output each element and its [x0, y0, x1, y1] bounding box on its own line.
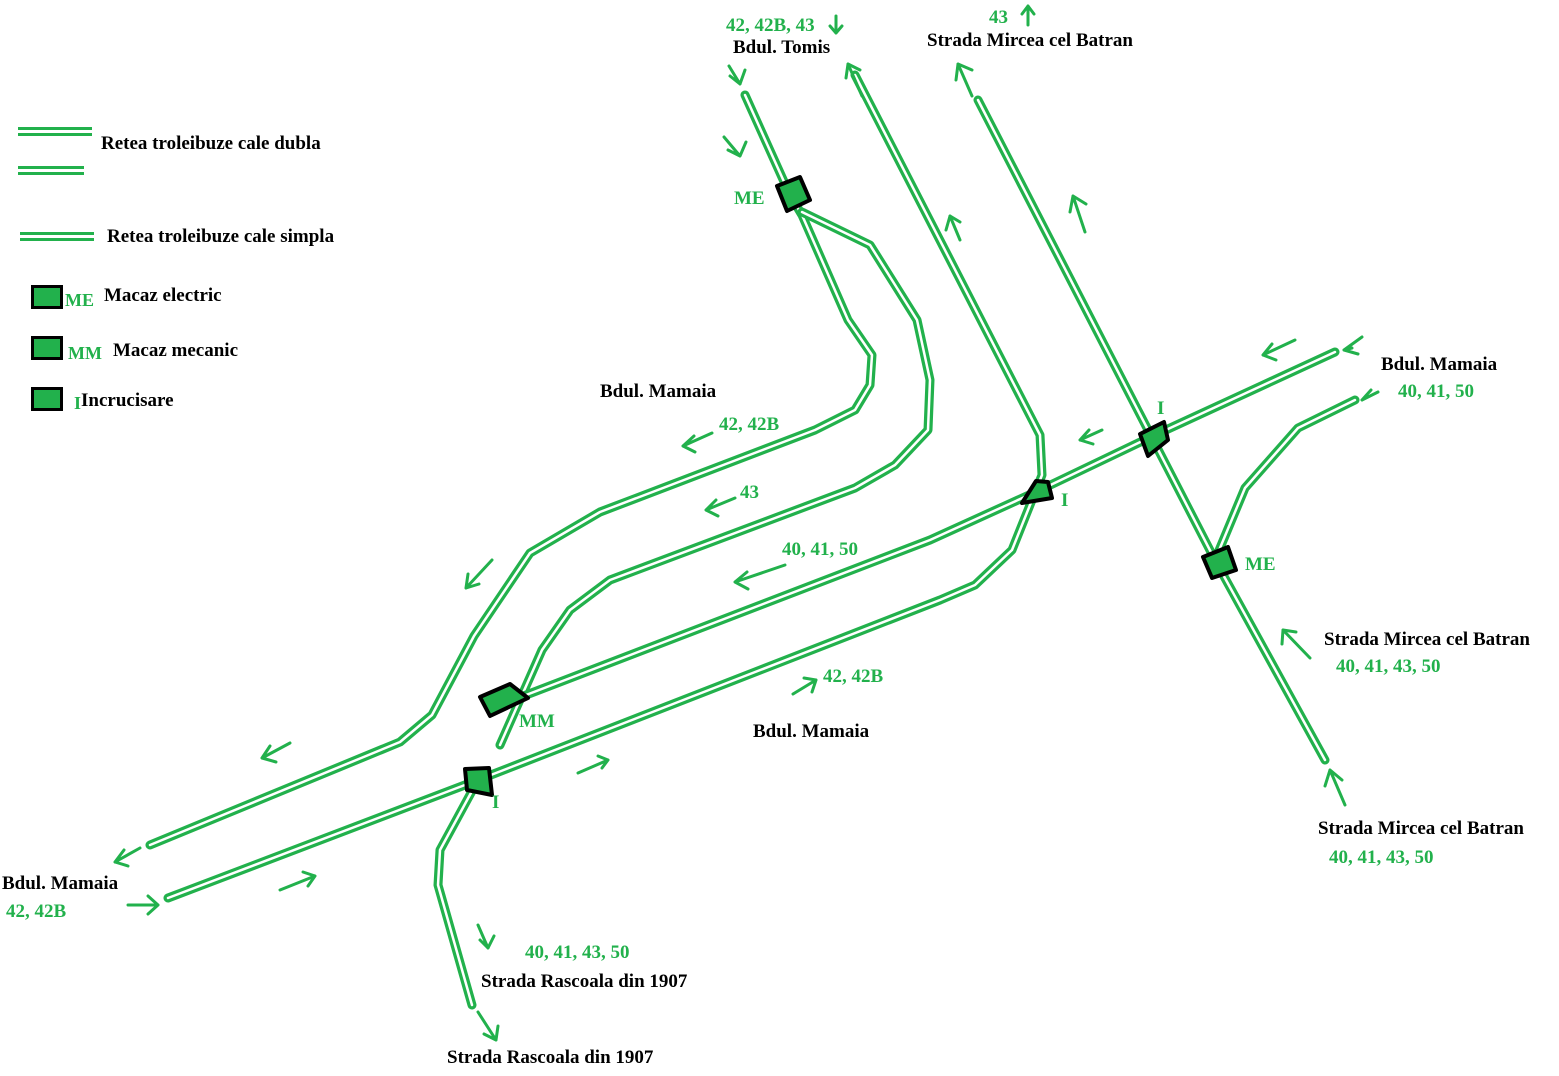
- route-label-mamaia-right: 40, 41, 50: [1398, 381, 1474, 402]
- arrow-rascoala-2: [476, 1010, 500, 1042]
- arrow-mircea-north: [954, 62, 974, 98]
- node-label-i-bottom: I: [492, 792, 500, 813]
- direction-arrows: [113, 4, 1380, 1042]
- street-label-mircea-top: Strada Mircea cel Batran: [927, 30, 1133, 51]
- arrow-center-42: [791, 676, 818, 696]
- street-label-mircea-bottom: Strada Mircea cel Batran: [1318, 818, 1524, 839]
- arrow-rascoala-1: [476, 923, 496, 950]
- street-label-mamaia-right: Bdul. Mamaia: [1381, 354, 1498, 375]
- track-network: [145, 70, 1360, 1010]
- route-label-rascoala: 40, 41, 43, 50: [525, 942, 630, 963]
- node-label-i-top: I: [1157, 398, 1165, 419]
- legend-crossing-icon: [31, 387, 63, 411]
- street-label-mamaia-center: Bdul. Mamaia: [753, 721, 870, 742]
- junction-nodes: [463, 175, 1238, 797]
- legend-double-line-sample-2: [18, 166, 84, 175]
- route-label-mamaia-42: 42, 42B: [719, 414, 780, 435]
- legend-double-line-sample-1: [18, 127, 92, 136]
- arrow-tomis-1: [727, 64, 747, 86]
- street-label-mircea-mid: Strada Mircea cel Batran: [1324, 629, 1530, 650]
- street-label-mamaia-upper-left: Bdul. Mamaia: [600, 381, 717, 402]
- arrow-left-1: [464, 558, 494, 590]
- arrow-branch-right: [1360, 388, 1380, 402]
- street-label-mamaia-bottom-left: Bdul. Mamaia: [2, 873, 119, 894]
- route-label-mamaia-43: 43: [740, 482, 759, 503]
- route-label-mamaia-40: 40, 41, 50: [782, 539, 858, 560]
- street-label-tomis: Bdul. Tomis: [733, 37, 831, 58]
- legend-mechanical-switch-label: Macaz mecanic: [113, 340, 239, 361]
- legend-electric-switch-label: Macaz electric: [104, 285, 222, 306]
- arrow-left-3: [113, 846, 142, 868]
- legend-single-line-label: Retea troleibuze cale simpla: [107, 226, 335, 247]
- track-mamaia-main: [495, 347, 1340, 710]
- track-mamaia-bottom: [163, 775, 483, 903]
- arrow-tomis-mid: [944, 214, 962, 242]
- node-label-me-right: ME: [1245, 554, 1276, 575]
- street-label-rascoala-2: Strada Rascoala din 1907: [447, 1047, 654, 1068]
- street-label-rascoala-1: Strada Rascoala din 1907: [481, 971, 688, 992]
- arrow-mircea-up-2: [1323, 768, 1347, 807]
- crossing-top: [1138, 420, 1170, 458]
- arrow-mircea-2: [1068, 194, 1088, 234]
- route-label-mircea-mid: 40, 41, 43, 50: [1336, 656, 1441, 677]
- legend-crossing-code: I: [74, 393, 82, 413]
- arrow-tomis-label: [828, 14, 844, 35]
- node-label-mm: MM: [519, 711, 555, 732]
- arrow-left-2: [260, 741, 292, 764]
- arrow-mircea-up-1: [1280, 628, 1312, 660]
- switch-electric-top: [775, 175, 812, 213]
- switch-mechanical: [478, 682, 530, 718]
- legend-crossing-label: Incrucisare: [81, 390, 174, 411]
- arrow-mamaia-40: [733, 563, 787, 591]
- arrow-tomis-2: [722, 135, 748, 158]
- arrow-bottom-2: [278, 870, 317, 892]
- arrow-mamaia-42: [681, 431, 714, 454]
- legend-mechanical-switch-icon: [31, 336, 63, 360]
- arrow-mamaia-43: [704, 496, 737, 518]
- route-label-mamaia-center: 42, 42B: [823, 666, 884, 687]
- route-label-mamaia-bottom-left: 42, 42B: [6, 901, 67, 922]
- legend-single-line-sample: [20, 232, 94, 241]
- track-tomis-northbound: [433, 70, 1047, 1010]
- crossing-mid: [1020, 479, 1054, 505]
- legend-electric-switch-icon: [31, 285, 63, 309]
- arrow-tomis-north: [844, 62, 864, 98]
- route-label-mircea-bottom: 40, 41, 43, 50: [1329, 847, 1434, 868]
- track-tomis-to-mamaia-42: [145, 90, 877, 850]
- crossing-bottom: [463, 766, 494, 797]
- arrow-mircea-label: [1020, 4, 1036, 27]
- arrow-mamaia-r1: [1261, 338, 1297, 362]
- legend-mechanical-switch-code: MM: [68, 343, 102, 363]
- arrow-mamaia-r3: [1078, 428, 1104, 446]
- switch-electric-right: [1201, 545, 1238, 580]
- node-label-i-mid: I: [1061, 490, 1069, 511]
- route-label-tomis: 42, 42B, 43: [726, 15, 815, 36]
- legend-electric-switch-code: ME: [65, 290, 94, 310]
- track-mamaia-43-branch: [495, 207, 935, 750]
- arrow-bottom-in: [126, 894, 160, 916]
- legend-double-line-label: Retea troleibuze cale dubla: [101, 133, 321, 154]
- arrow-mamaia-r2: [1342, 335, 1364, 356]
- arrow-bottom-3: [576, 754, 610, 775]
- node-label-me-top: ME: [734, 188, 765, 209]
- route-label-mircea-top: 43: [989, 7, 1008, 28]
- track-mircea-to-mamaia: [1210, 395, 1360, 565]
